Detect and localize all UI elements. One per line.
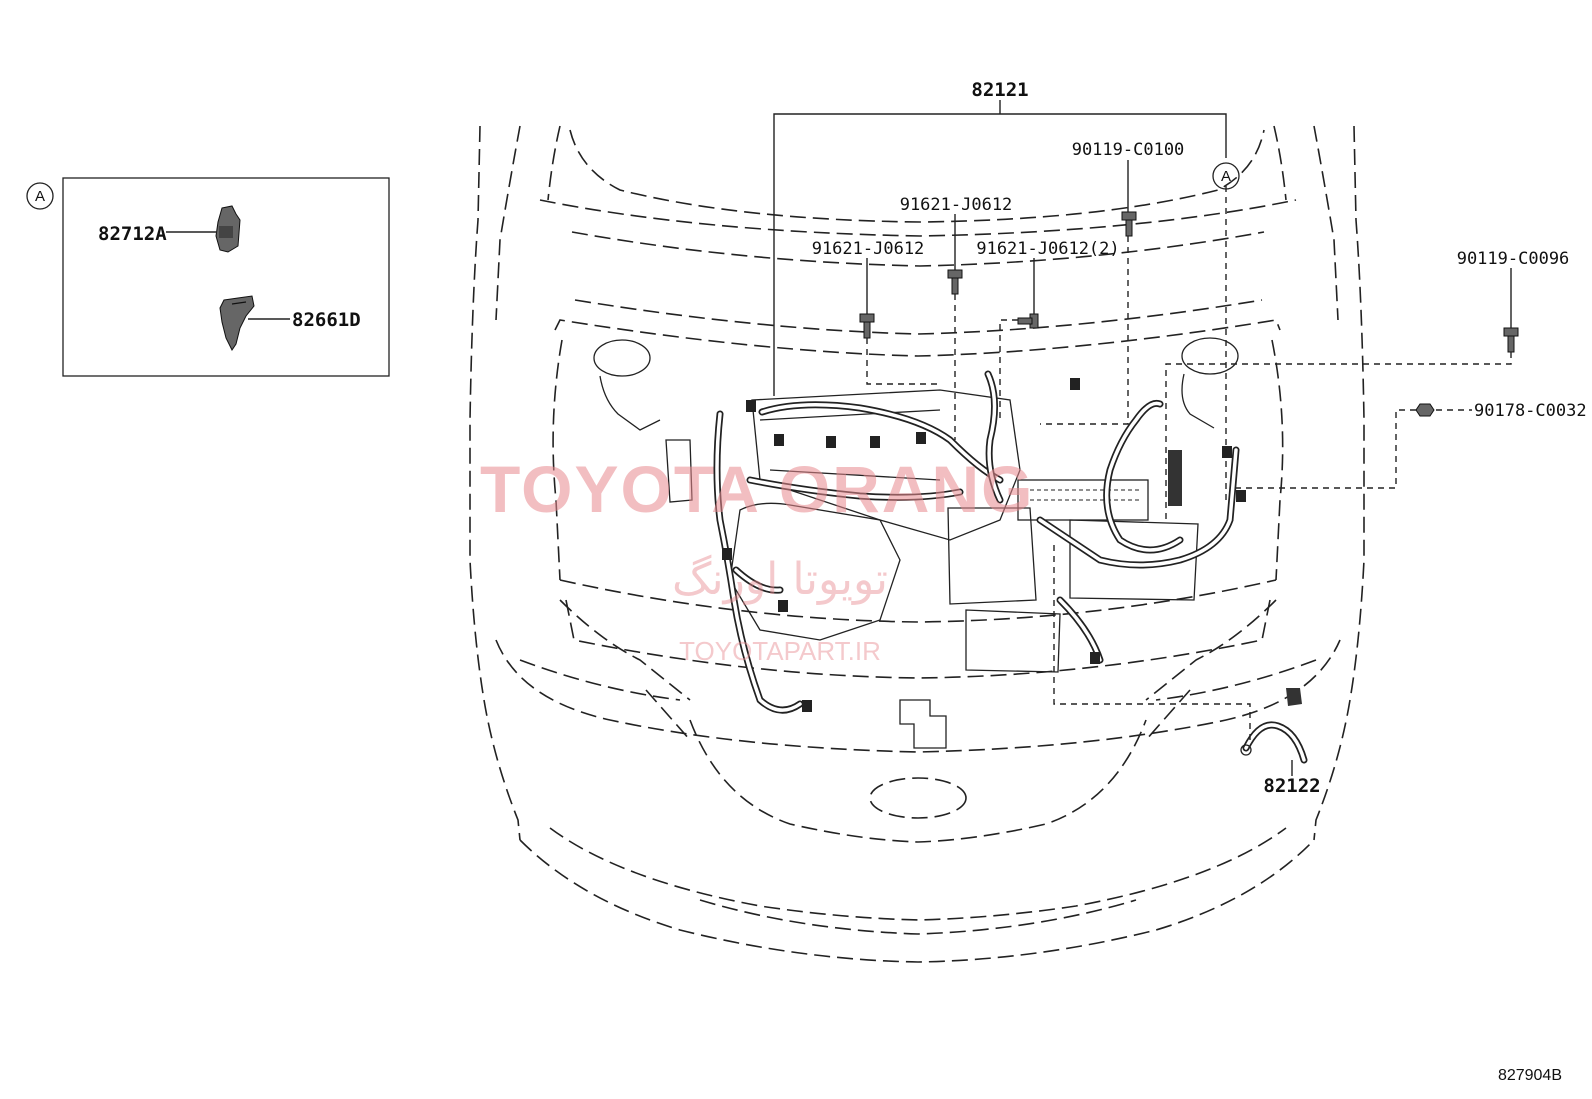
nut-icon: [1415, 403, 1435, 417]
bolt-icon: [859, 313, 875, 339]
figure-id: 827904B: [1498, 1067, 1562, 1084]
engine-components: [593, 337, 1239, 749]
bracket-icon: [219, 295, 255, 351]
leader-lines: [773, 100, 1512, 776]
watermark-site: TOYOTAPART.IR: [679, 636, 881, 666]
part-label-82661d[interactable]: 82661D: [292, 309, 361, 331]
sub-harness: [1240, 688, 1308, 764]
inset-marker-label: A: [35, 188, 45, 205]
vehicle-outline: [469, 125, 1365, 963]
watermark-main: TOYOTA ORANG: [480, 452, 1034, 526]
emblem-outline: [869, 777, 967, 819]
watermark-persian: تویوتا اورنگ: [672, 554, 888, 605]
part-label-82121[interactable]: 82121: [971, 79, 1028, 101]
inset-box: [62, 177, 390, 377]
part-label-82712a[interactable]: 82712A: [98, 223, 167, 245]
part-label-82122[interactable]: 82122: [1263, 775, 1320, 797]
inset-panel: A 82712A 82661D: [26, 177, 390, 377]
part-label-91621-j0612-left[interactable]: 91621-J0612: [812, 239, 925, 259]
wire-harness: [713, 370, 1246, 714]
view-marker-circle: [1212, 162, 1240, 190]
bolt-icon: [1121, 211, 1137, 237]
watermark: TOYOTA ORANG تویوتا اورنگ TOYOTAPART.IR: [480, 452, 1034, 666]
view-marker-label: A: [1221, 168, 1231, 185]
bolt-icon: [947, 269, 963, 295]
bolt-icon: [1503, 327, 1519, 353]
part-label-90119-c0096[interactable]: 90119-C0096: [1457, 249, 1570, 269]
part-label-90178-c0032[interactable]: 90178-C0032: [1474, 401, 1587, 421]
part-label-91621-j0612-center[interactable]: 91621-J0612: [900, 195, 1013, 215]
inset-marker-circle: [26, 182, 54, 210]
part-label-91621-j0612-pair[interactable]: 91621-J0612(2): [976, 239, 1119, 259]
connector-icon: [215, 205, 241, 253]
part-label-90119-c0100[interactable]: 90119-C0100: [1072, 140, 1185, 160]
bolt-icon: [1017, 313, 1039, 329]
